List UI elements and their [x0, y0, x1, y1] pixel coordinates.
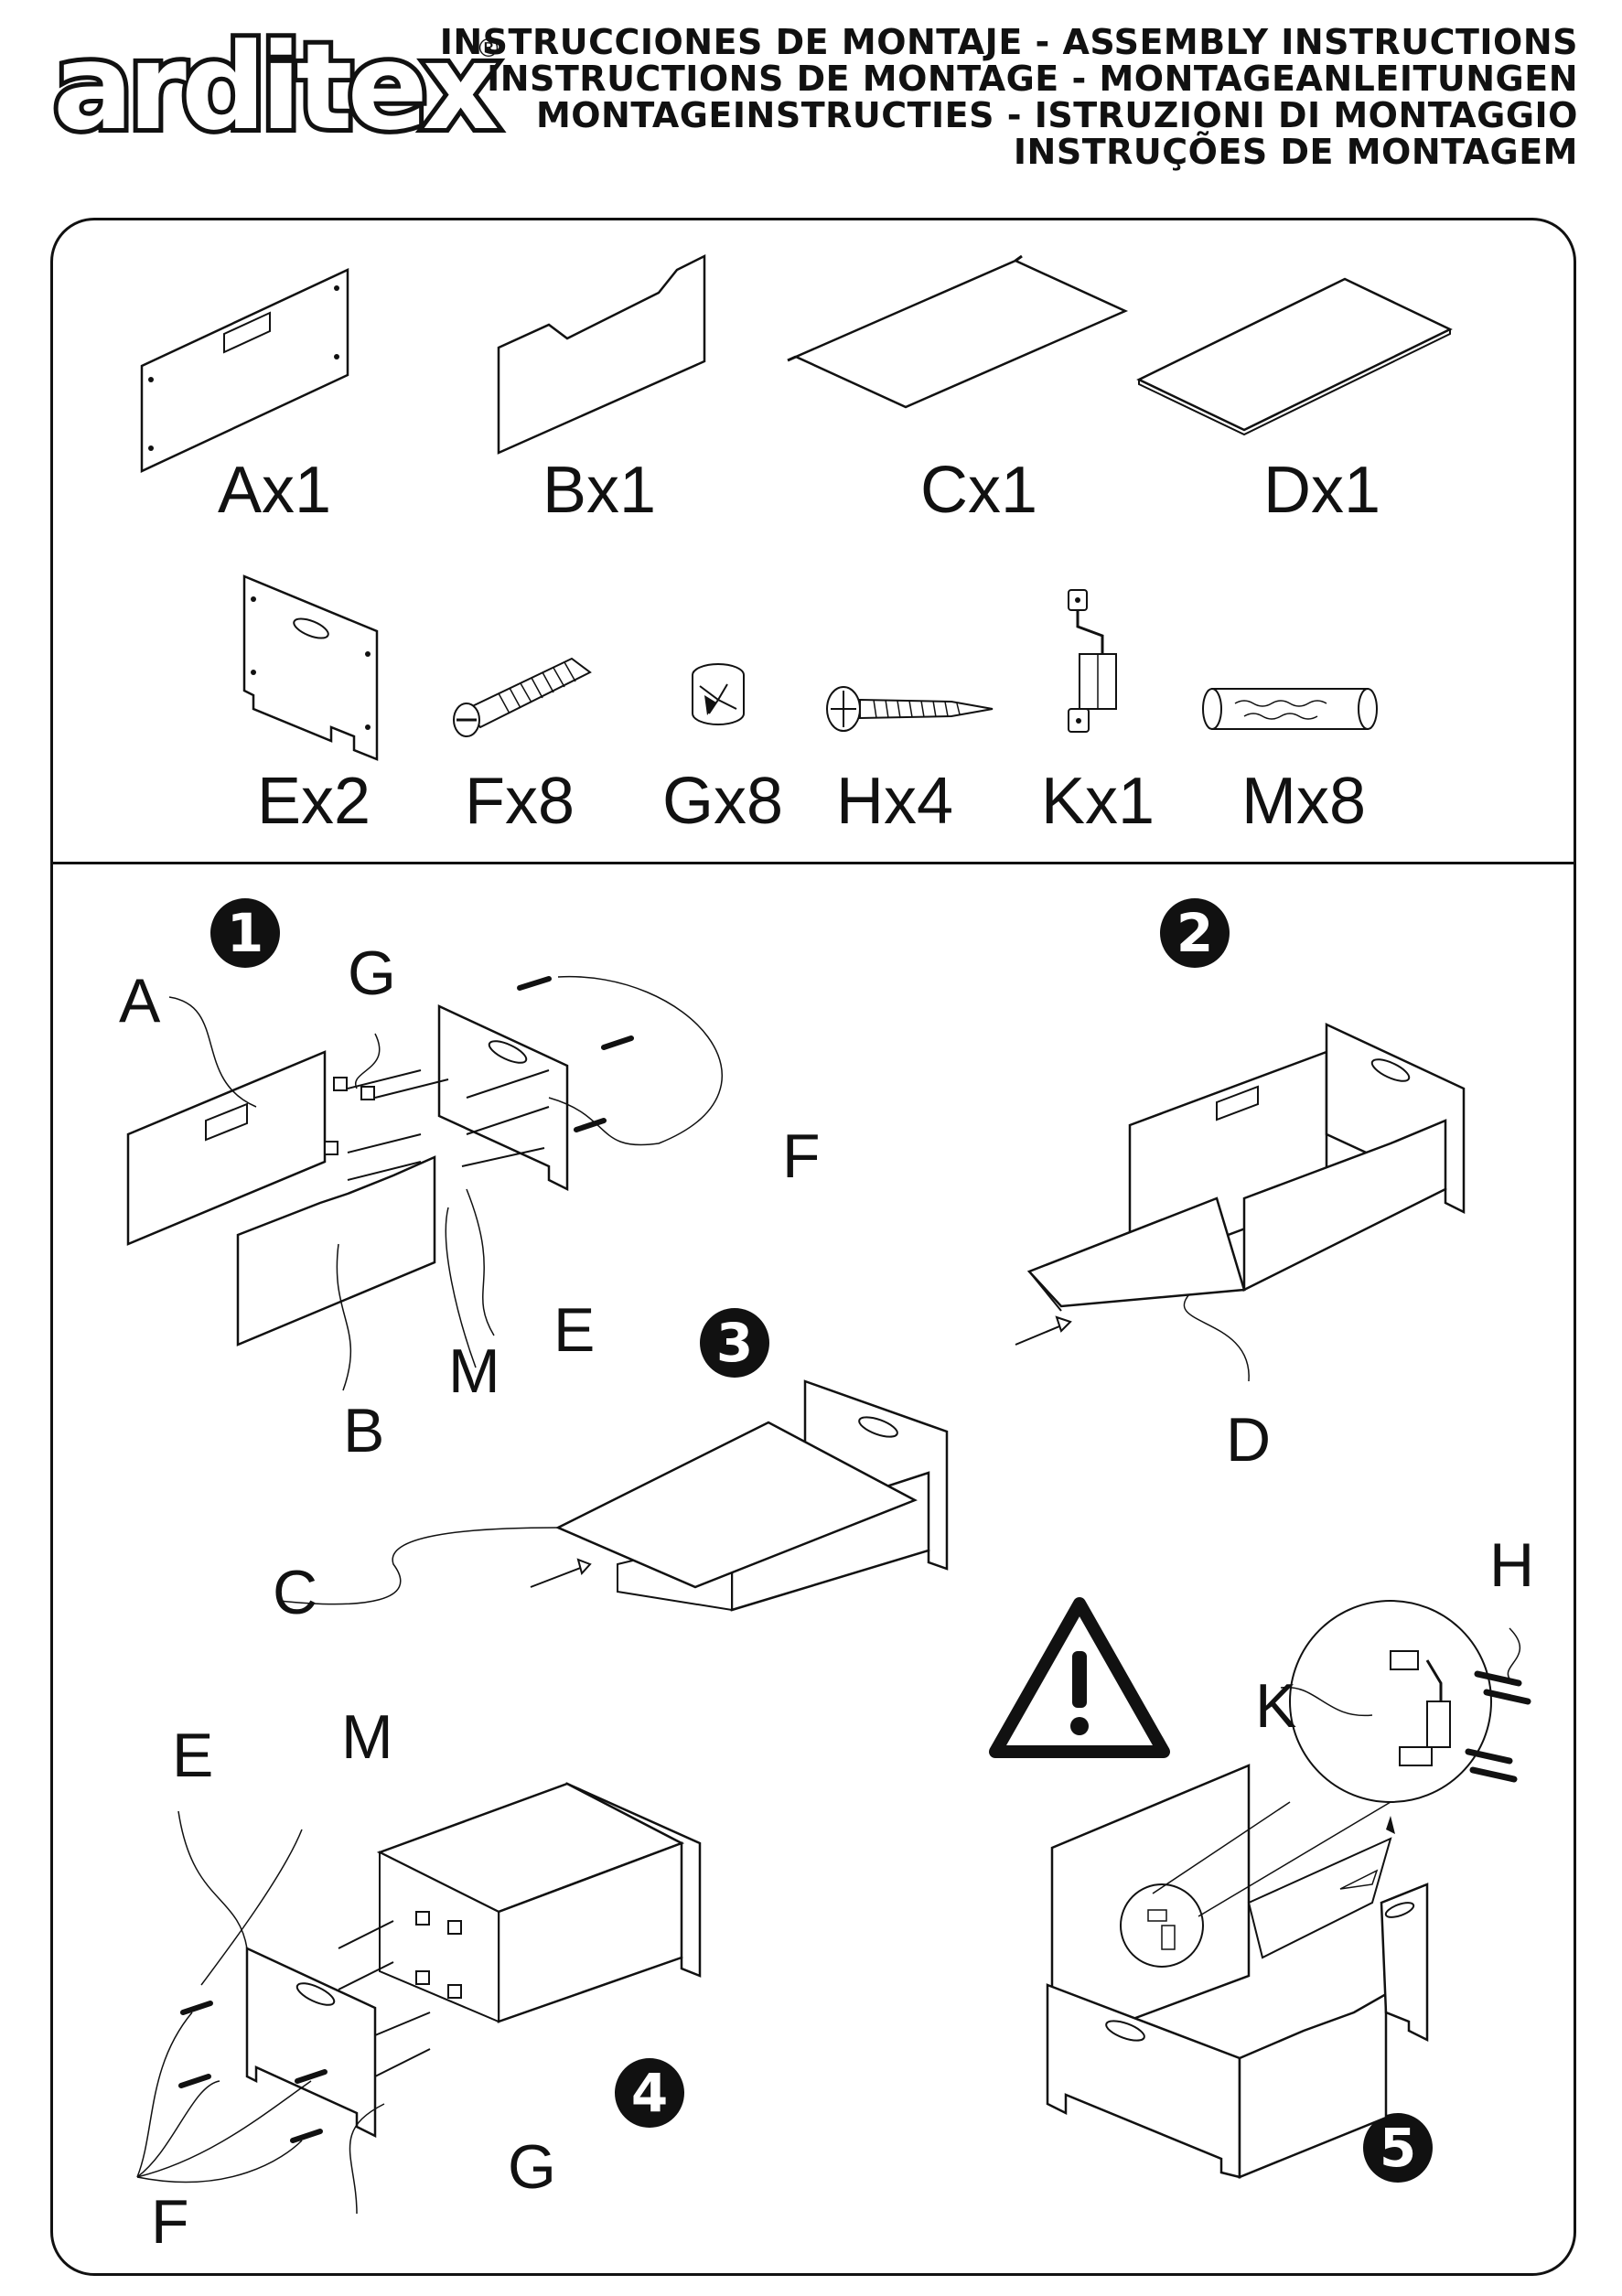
- callout-e: E: [553, 1295, 596, 1365]
- step-4-illustration: [136, 1782, 702, 2215]
- wood-dowel-icon: [1202, 688, 1378, 730]
- step-3-illustration: [278, 1379, 949, 1612]
- part-label-k: Kx1: [1040, 765, 1155, 838]
- step-2-illustration: [1015, 1023, 1466, 1382]
- side-panel-icon: [242, 574, 379, 761]
- front-panel-icon: [497, 253, 706, 455]
- title-line: INSTRUÇÕES DE MONTAGEM: [1013, 132, 1578, 172]
- title-line: INSTRUCCIONES DE MONTAJE - ASSEMBLY INST…: [439, 22, 1578, 62]
- svg-text:arditex: arditex: [53, 17, 498, 156]
- screw-icon: [826, 686, 994, 732]
- assembly-instructions-title: INSTRUCCIONES DE MONTAJE - ASSEMBLY INST…: [440, 24, 1578, 170]
- step-1-illustration: [126, 975, 723, 1391]
- part-label-b: Bx1: [542, 454, 657, 527]
- instructions-frame: [50, 218, 1576, 2276]
- part-label-h: Hx4: [835, 765, 954, 838]
- callout-g: G: [348, 939, 396, 1008]
- part-label-c: Cx1: [919, 454, 1038, 527]
- step-number-2: 2: [1160, 898, 1230, 968]
- part-label-d: Dx1: [1262, 454, 1381, 527]
- hinge-icon: [1068, 589, 1117, 733]
- callout-f: F: [782, 1121, 821, 1191]
- step-5-illustration: [1046, 1600, 1531, 2179]
- callout-d: D: [1226, 1405, 1272, 1475]
- callout-g: G: [508, 2132, 556, 2202]
- title-line: MONTAGEINSTRUCTIES - ISTRUZIONI DI MONTA…: [535, 95, 1578, 135]
- cam-bolt-icon: [453, 657, 592, 737]
- part-label-g: Gx8: [661, 765, 784, 838]
- callout-m: M: [448, 1336, 500, 1406]
- title-line: INSTRUCTIONS DE MONTAGE - MONTAGEANLEITU…: [487, 59, 1578, 99]
- warning-triangle-icon: [989, 1597, 1170, 1758]
- cam-lock-icon: [692, 663, 745, 725]
- registered-mark: ®: [476, 33, 501, 63]
- callout-c: C: [273, 1558, 318, 1627]
- step-number-3: 3: [700, 1308, 769, 1378]
- callout-m: M: [341, 1702, 393, 1772]
- callout-e: E: [172, 1721, 214, 1790]
- part-label-f: Fx8: [464, 765, 575, 838]
- back-panel-icon: [140, 268, 349, 473]
- callout-b: B: [343, 1396, 385, 1465]
- callout-k: K: [1255, 1671, 1297, 1741]
- part-label-a: Ax1: [217, 454, 332, 527]
- callout-f: F: [151, 2187, 189, 2257]
- callout-h: H: [1489, 1530, 1535, 1600]
- section-divider: [53, 862, 1574, 864]
- lid-panel-icon: [787, 254, 1129, 409]
- part-label-e: Ex2: [256, 765, 371, 838]
- bottom-panel-icon: [1136, 277, 1453, 436]
- arditex-logo: arditex ®: [48, 13, 508, 161]
- part-label-m: Mx8: [1241, 765, 1367, 838]
- step-number-5: 5: [1363, 2113, 1433, 2183]
- callout-a: A: [119, 966, 161, 1035]
- step-number-4: 4: [615, 2058, 684, 2128]
- step-number-1: 1: [210, 898, 280, 968]
